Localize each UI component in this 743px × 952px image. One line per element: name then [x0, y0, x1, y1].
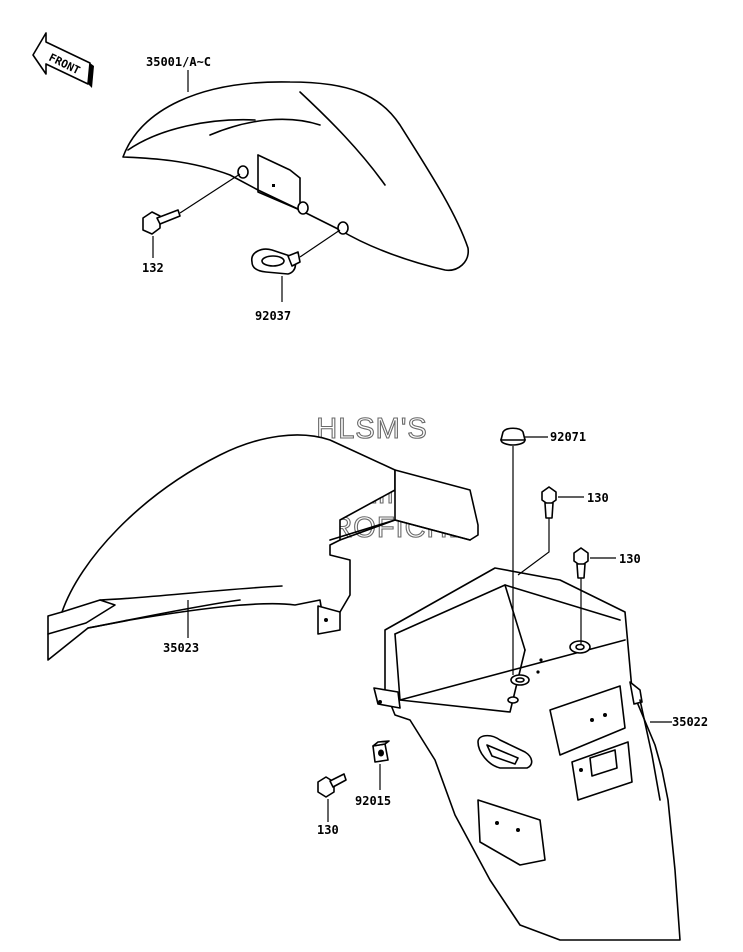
- inner-fender: [47, 434, 479, 661]
- watermark-line-1: HLSM'S: [316, 413, 427, 445]
- label-cap: 92071: [550, 430, 586, 444]
- label-bolt-front: 132: [142, 261, 164, 275]
- label-bolt-rear-2: 130: [619, 552, 641, 566]
- label-bolt-rear-1: 130: [587, 491, 609, 505]
- clip-92037-icon: [251, 229, 341, 275]
- label-clip-front: 92037: [255, 309, 291, 323]
- label-front-fender: 35001/A~C: [146, 55, 211, 69]
- bolt-130-lower-icon: [317, 773, 347, 798]
- label-inner-fender: 35023: [163, 641, 199, 655]
- label-rear-fender: 35022: [672, 715, 708, 729]
- label-nut-clip: 92015: [355, 794, 391, 808]
- nut-clip-92015-icon: [372, 740, 390, 763]
- front-fender: [122, 81, 469, 272]
- label-bolt-rear-3: 130: [317, 823, 339, 837]
- cap-92071-icon: [500, 427, 526, 675]
- front-arrow-icon: FRONT: [32, 32, 94, 88]
- rear-fender: [373, 567, 681, 941]
- bolt-132-icon: [142, 173, 241, 235]
- bolt-130-middle-icon: [573, 547, 589, 645]
- bolt-130-upper-icon: [517, 486, 557, 576]
